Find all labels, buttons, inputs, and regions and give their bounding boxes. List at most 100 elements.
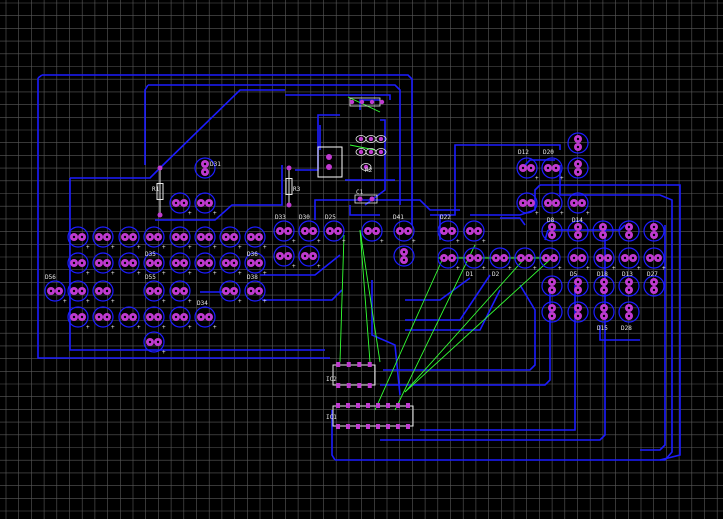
airwire[interactable] bbox=[374, 257, 444, 411]
pad[interactable] bbox=[368, 136, 374, 142]
pad[interactable] bbox=[378, 149, 384, 155]
airwire[interactable] bbox=[339, 234, 345, 363]
small-component[interactable] bbox=[360, 163, 372, 171]
led-footprint[interactable]: + bbox=[516, 157, 539, 182]
trace[interactable] bbox=[260, 254, 341, 276]
led-footprint[interactable]: + bbox=[143, 226, 166, 251]
led-footprint[interactable]: + bbox=[244, 280, 267, 305]
trace[interactable] bbox=[405, 289, 501, 331]
small-component[interactable] bbox=[375, 135, 387, 143]
ic-pin[interactable] bbox=[367, 383, 372, 388]
trace[interactable] bbox=[314, 199, 460, 220]
led-footprint[interactable]: + bbox=[298, 220, 321, 245]
airwire[interactable] bbox=[347, 96, 381, 113]
trace[interactable] bbox=[430, 150, 456, 216]
ic-pin[interactable] bbox=[356, 424, 360, 429]
trace[interactable] bbox=[559, 165, 620, 196]
led-footprint[interactable] bbox=[393, 245, 415, 267]
led-footprint[interactable]: + bbox=[244, 226, 267, 251]
led-footprint[interactable]: + bbox=[323, 220, 346, 245]
led-footprint[interactable]: + bbox=[541, 157, 564, 182]
trace[interactable] bbox=[380, 225, 606, 441]
led-footprint[interactable]: + bbox=[437, 220, 460, 245]
led-footprint[interactable] bbox=[567, 220, 589, 242]
trace[interactable] bbox=[380, 290, 551, 386]
led-footprint[interactable]: + bbox=[143, 331, 166, 356]
trace[interactable] bbox=[295, 114, 340, 171]
ic-pin[interactable] bbox=[406, 424, 410, 429]
led-footprint[interactable] bbox=[593, 275, 615, 297]
led-footprint[interactable]: + bbox=[244, 252, 267, 277]
led-footprint[interactable]: + bbox=[118, 306, 141, 331]
pad[interactable] bbox=[358, 149, 364, 155]
led-components[interactable]: ++++++++++++++++++++++++++++++++++++++++… bbox=[44, 132, 666, 356]
led-footprint[interactable]: + bbox=[92, 226, 115, 251]
pad[interactable] bbox=[378, 136, 384, 142]
airwire[interactable] bbox=[359, 229, 381, 363]
led-footprint[interactable]: + bbox=[514, 247, 537, 272]
small-component[interactable] bbox=[375, 148, 387, 156]
led-footprint[interactable]: + bbox=[618, 247, 641, 272]
led-footprint[interactable]: + bbox=[489, 247, 512, 272]
trace[interactable] bbox=[599, 325, 640, 341]
led-footprint[interactable]: + bbox=[593, 247, 616, 272]
ic-pin[interactable] bbox=[376, 424, 380, 429]
led-footprint[interactable]: + bbox=[273, 220, 296, 245]
led-footprint[interactable]: + bbox=[516, 192, 539, 217]
pad[interactable] bbox=[326, 154, 332, 160]
pad[interactable] bbox=[379, 99, 385, 105]
pad[interactable] bbox=[357, 196, 363, 202]
led-footprint[interactable] bbox=[194, 157, 216, 179]
pad[interactable] bbox=[358, 136, 364, 142]
trace[interactable] bbox=[69, 178, 325, 351]
ic-pin[interactable] bbox=[336, 403, 340, 408]
led-footprint[interactable] bbox=[618, 275, 640, 297]
led-footprint[interactable]: + bbox=[169, 252, 192, 277]
trace[interactable] bbox=[420, 285, 576, 431]
capacitor-outline[interactable] bbox=[354, 194, 378, 204]
copper-traces[interactable] bbox=[37, 74, 681, 461]
led-footprint[interactable]: + bbox=[169, 192, 192, 217]
led-footprint[interactable]: + bbox=[361, 220, 384, 245]
led-footprint[interactable] bbox=[643, 275, 665, 297]
trace[interactable] bbox=[383, 284, 536, 371]
led-footprint[interactable]: + bbox=[92, 280, 115, 305]
ic-pin[interactable] bbox=[357, 383, 362, 388]
ic-pin[interactable] bbox=[357, 362, 362, 367]
trace[interactable] bbox=[349, 205, 380, 216]
trace[interactable] bbox=[640, 225, 666, 451]
ic-pin[interactable] bbox=[406, 403, 410, 408]
led-footprint[interactable] bbox=[567, 157, 589, 179]
pad[interactable] bbox=[368, 149, 374, 155]
ic-pin[interactable] bbox=[366, 403, 370, 408]
trace[interactable] bbox=[262, 289, 343, 301]
airwire[interactable] bbox=[404, 254, 556, 393]
led-footprint[interactable] bbox=[541, 275, 563, 297]
trace[interactable] bbox=[42, 74, 413, 225]
passive-components[interactable] bbox=[156, 97, 387, 218]
trace[interactable] bbox=[470, 184, 541, 216]
led-footprint[interactable]: + bbox=[169, 280, 192, 305]
led-footprint[interactable] bbox=[618, 220, 640, 242]
trace[interactable] bbox=[144, 84, 149, 165]
trace[interactable] bbox=[37, 78, 330, 359]
ic-pin[interactable] bbox=[336, 383, 341, 388]
pad[interactable] bbox=[286, 202, 292, 208]
led-footprint[interactable]: + bbox=[463, 220, 486, 245]
led-footprint[interactable] bbox=[618, 301, 640, 323]
led-footprint[interactable]: + bbox=[643, 247, 666, 272]
led-footprint[interactable]: + bbox=[118, 226, 141, 251]
pad[interactable] bbox=[349, 99, 355, 105]
led-footprint[interactable]: + bbox=[44, 280, 67, 305]
ic-pin[interactable] bbox=[346, 362, 351, 367]
trace[interactable] bbox=[335, 194, 673, 461]
led-footprint[interactable]: + bbox=[194, 226, 217, 251]
regulator-outline[interactable] bbox=[317, 146, 343, 178]
led-footprint[interactable]: + bbox=[437, 247, 460, 272]
ic-pin[interactable] bbox=[376, 403, 380, 408]
pad[interactable] bbox=[363, 164, 369, 170]
pad[interactable] bbox=[286, 165, 292, 171]
airwire[interactable] bbox=[404, 257, 526, 393]
